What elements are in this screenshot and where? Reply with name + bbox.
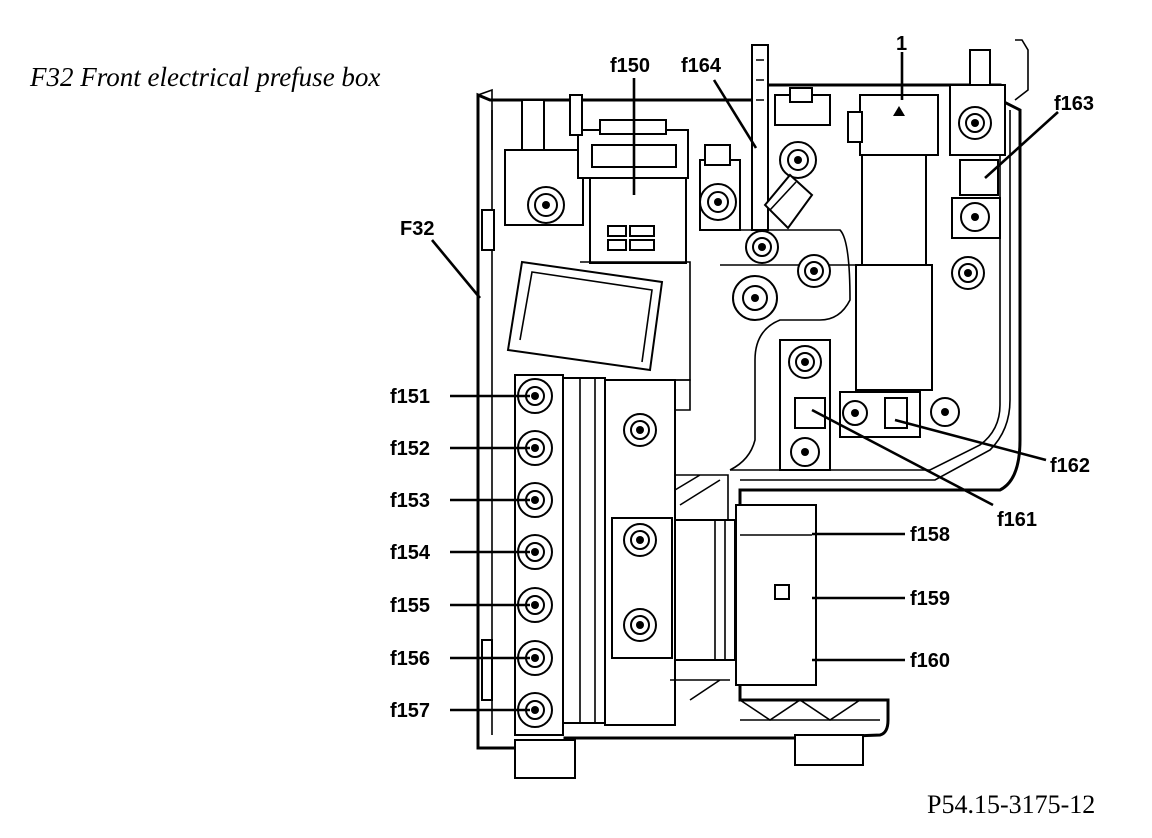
label-f156: f156 (390, 648, 430, 670)
label-f160: f160 (910, 650, 950, 672)
label-f151: f151 (390, 386, 430, 408)
callout-labels: f150 f164 1 f163 F32 f151 f152 f153 f154… (390, 33, 1094, 722)
label-f157: f157 (390, 700, 430, 722)
label-f162: f162 (1050, 455, 1090, 477)
label-f164: f164 (681, 55, 722, 77)
middle-body (506, 229, 860, 471)
label-f153: f153 (390, 490, 430, 512)
label-f163: f163 (1054, 93, 1094, 115)
leader-f161 (811, 408, 994, 507)
top-components (504, 39, 1029, 391)
label-f161: f161 (997, 509, 1037, 531)
reference-code: P54.15-3175-12 (927, 790, 1096, 819)
fuses-f161-f162 (779, 339, 960, 471)
label-f158: f158 (910, 524, 950, 546)
label-F32: F32 (400, 218, 434, 240)
label-1: 1 (896, 33, 907, 55)
label-f155: f155 (390, 595, 430, 617)
label-f152: f152 (390, 438, 430, 460)
leader-f162 (894, 418, 1047, 462)
label-f154: f154 (390, 542, 431, 564)
fuses-f158-f160 (670, 474, 880, 721)
fuse-column-f151-f157 (514, 374, 676, 736)
label-f150: f150 (610, 55, 650, 77)
leader-lines (430, 52, 1059, 712)
leader-f164 (712, 79, 758, 149)
leader-f163 (984, 111, 1059, 179)
diagram-title: F32 Front electrical prefuse box (30, 62, 381, 92)
leader-F32 (430, 239, 482, 299)
relay-1 (847, 94, 939, 391)
label-f159: f159 (910, 588, 950, 610)
